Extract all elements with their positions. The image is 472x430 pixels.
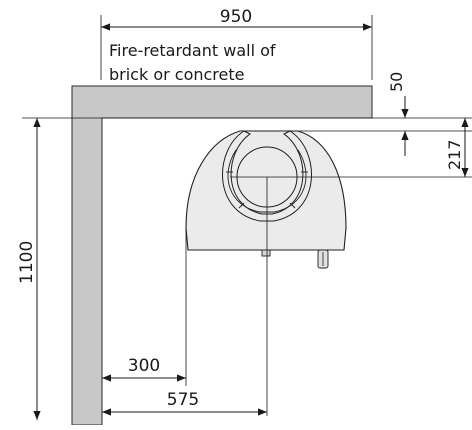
dimension-label-50: 50 [387, 72, 406, 92]
horseshoe-tick [238, 202, 245, 209]
wall-description-line-1: Fire-retardant wall of [109, 41, 276, 60]
dimension-label-950: 950 [220, 7, 252, 27]
dimension-label-300: 300 [128, 356, 160, 376]
stove-horseshoe-outer [222, 130, 312, 222]
stove-foot [261, 249, 271, 257]
dimension-label-217: 217 [445, 139, 464, 170]
wall-description-line-2: brick or concrete [109, 65, 245, 84]
horseshoe-tick [289, 202, 296, 209]
dimension-label-575: 575 [167, 390, 199, 410]
dimension-label-1100: 1100 [17, 241, 37, 284]
